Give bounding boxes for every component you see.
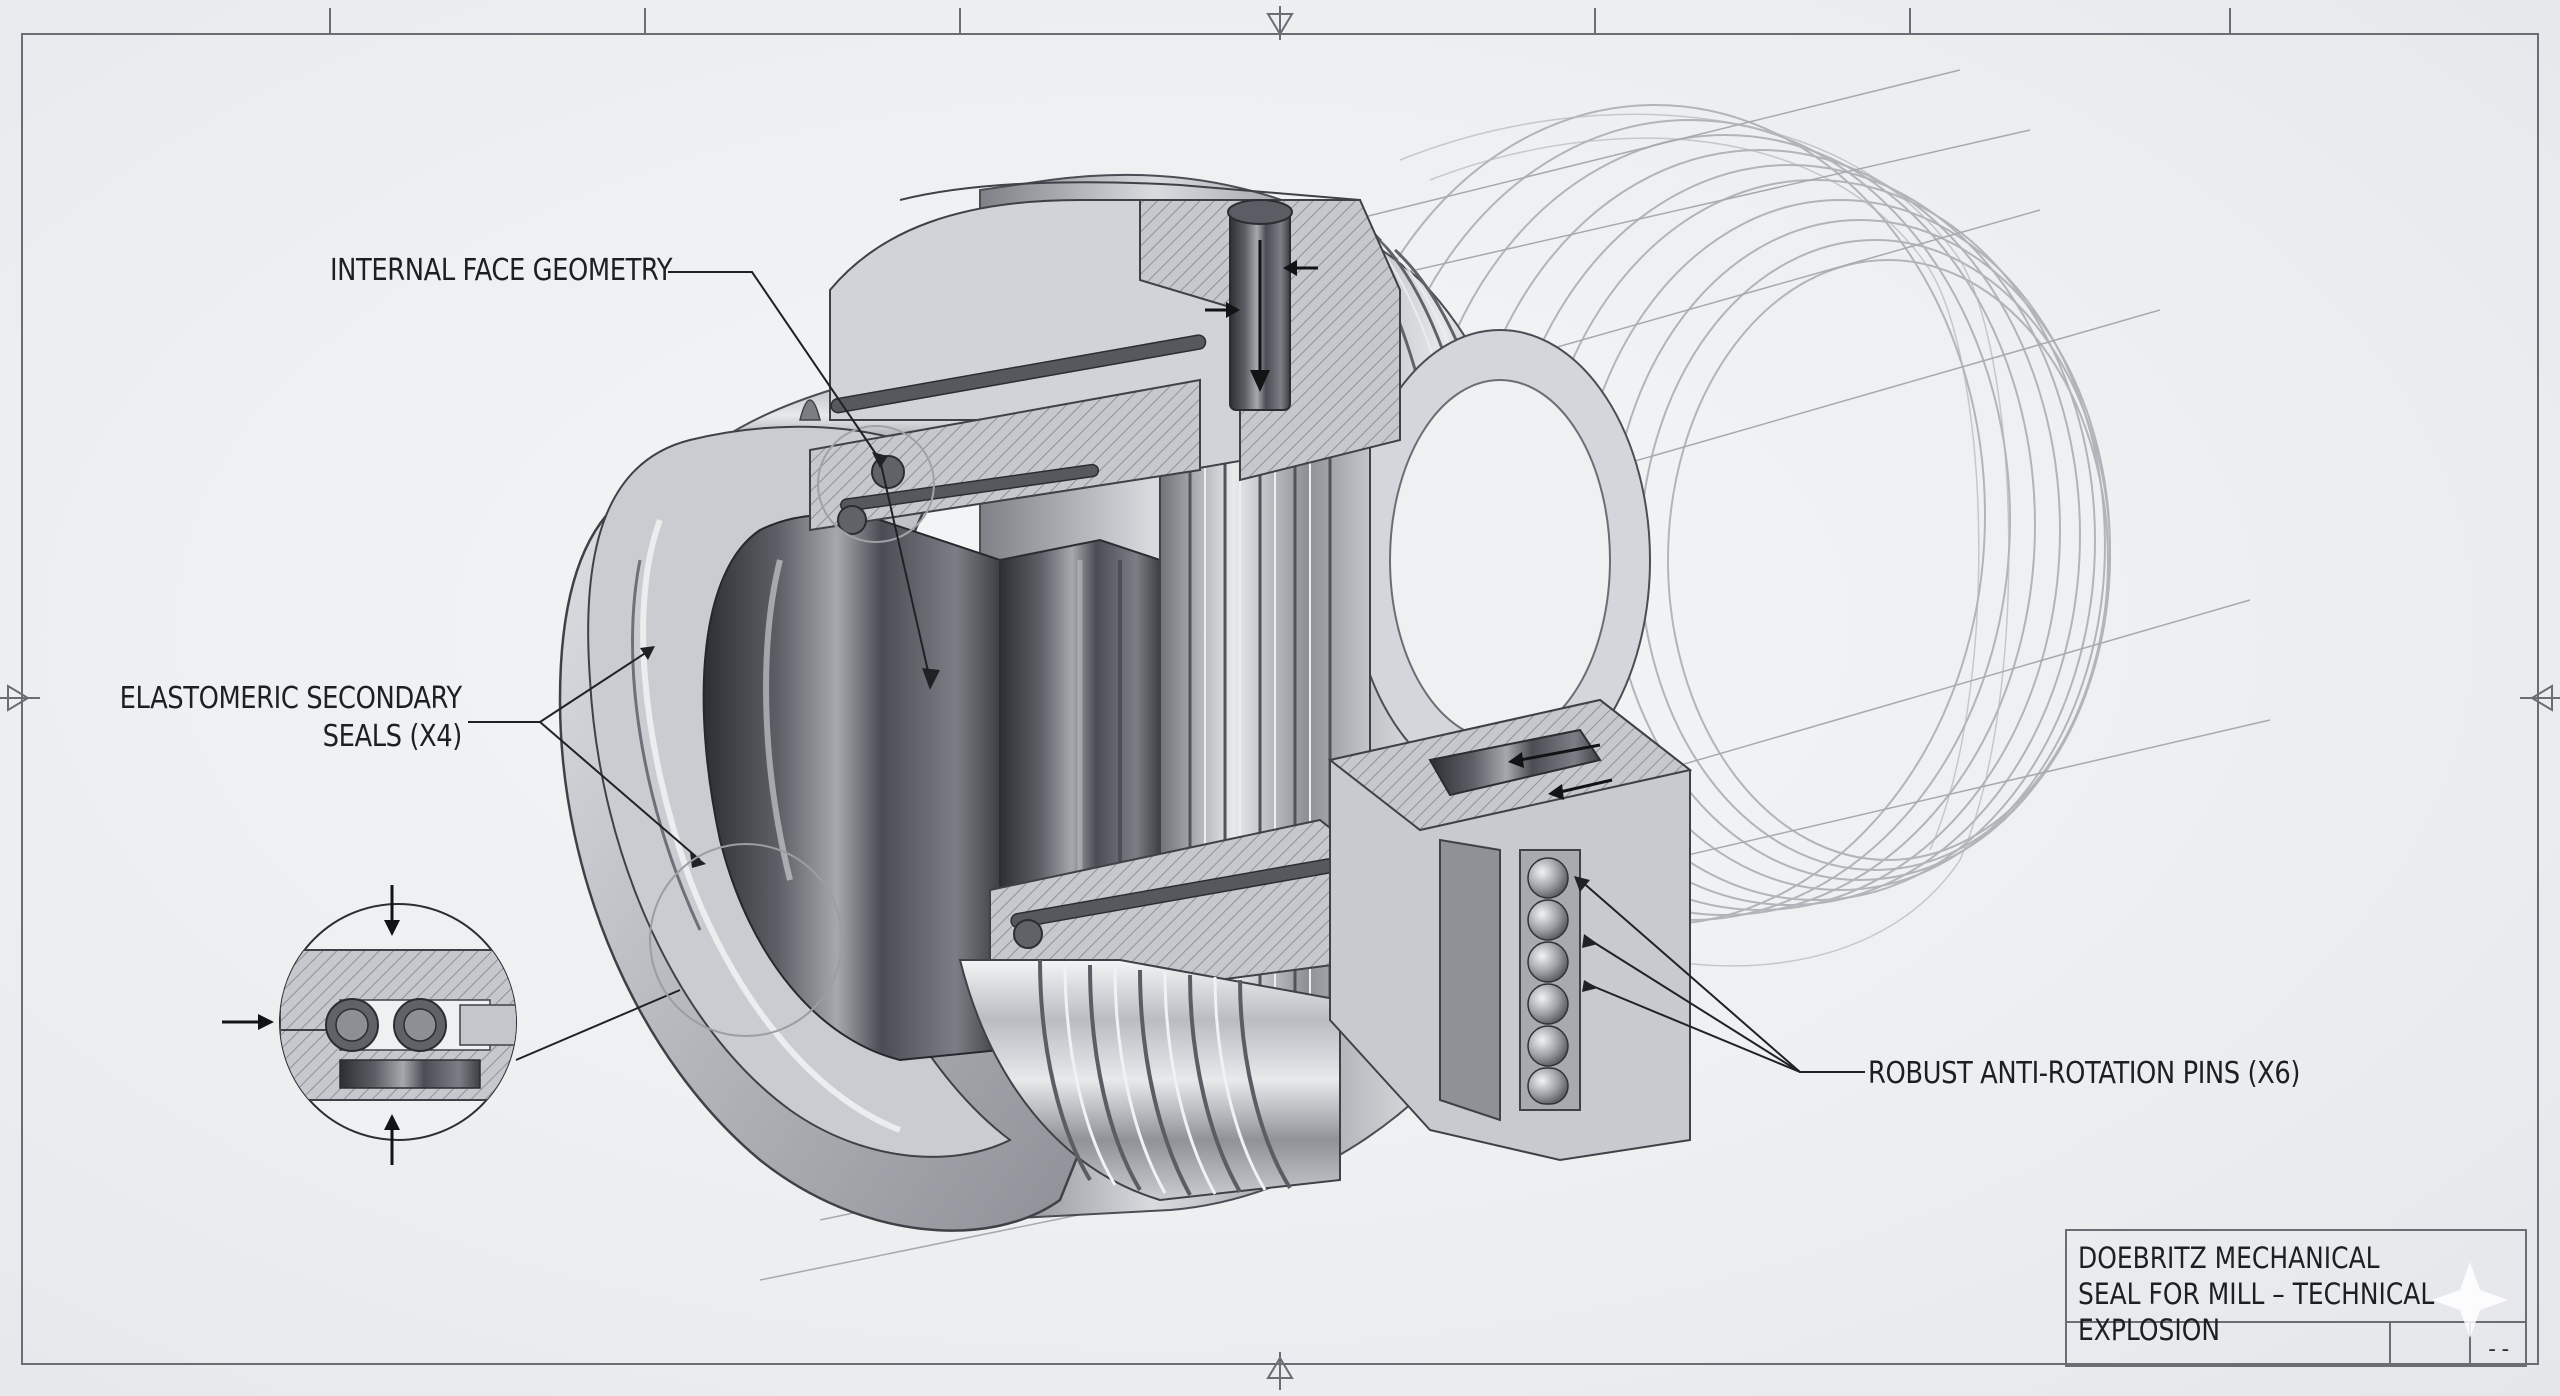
- detail-arrows: [222, 885, 400, 1165]
- callout-internal-face-geometry: INTERNAL FACE GEOMETRY: [330, 253, 673, 288]
- internal-face-section: [809, 334, 1207, 543]
- title-block: DOEBRITZ MECHANICAL SEAL FOR MILL – TECH…: [2066, 1230, 2526, 1366]
- sparkle-icon: [2432, 1262, 2508, 1338]
- detail-inset: [279, 903, 517, 1141]
- title-block-frame: [2065, 1229, 2527, 1367]
- pin-housing: [1327, 698, 1693, 1162]
- centering-mark-left: [0, 684, 40, 712]
- centering-mark-bottom: [1266, 1352, 1294, 1390]
- centering-mark-right: [2520, 684, 2560, 712]
- top-cutaway-block: [829, 181, 1401, 482]
- callout-secondary-seals-line2: SEALS (X4): [322, 719, 463, 754]
- drawing-title: DOEBRITZ MECHANICAL SEAL FOR MILL – TECH…: [2078, 1241, 2435, 1347]
- callout-secondary-seals-line1: ELASTOMERIC SECONDARY: [119, 681, 462, 716]
- ghost-rings-outer-shell: [1399, 113, 2010, 967]
- sheet-number: --: [2485, 1337, 2513, 1362]
- leader-lines: [468, 271, 1865, 1073]
- leader-arrowheads: [640, 452, 1598, 992]
- centering-mark-top: [1266, 6, 1294, 40]
- lower-cut-section: [958, 818, 1371, 1202]
- callout-anti-rotation-pins: ROBUST ANTI-ROTATION PINS (X6): [1868, 1056, 2300, 1091]
- detail-marker-circle: [649, 843, 843, 1037]
